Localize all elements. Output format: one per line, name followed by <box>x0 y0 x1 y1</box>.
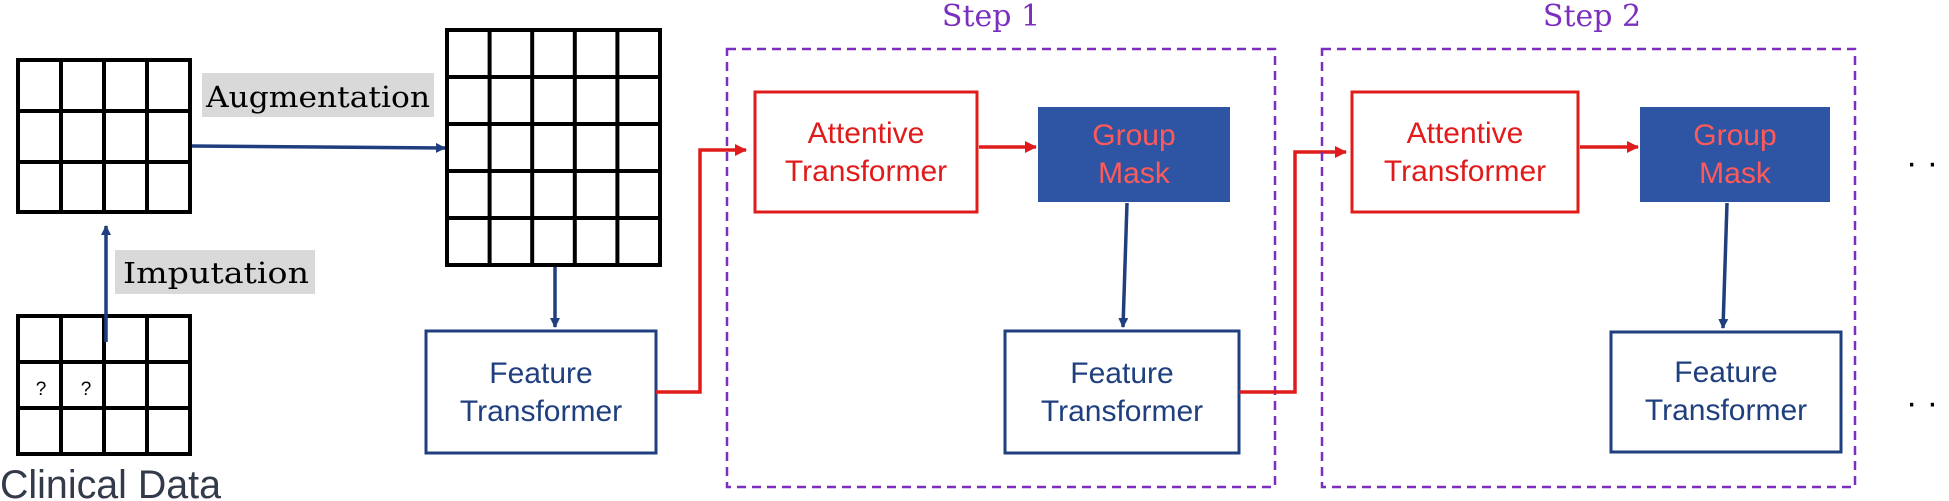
step-2-mask-to-feature-arrow <box>1718 202 1729 329</box>
step-1-group-mask <box>1038 107 1230 202</box>
step-1-attentive-line1: Attentive <box>808 117 925 150</box>
step-1-group-mask-line1: Group <box>1092 119 1175 152</box>
continuation-mark-top: · · · <box>1906 144 1949 182</box>
step-2-container <box>1320 47 1857 489</box>
initial-feature-transformer-line2: Transformer <box>460 395 622 428</box>
step-2-group-mask-line2: Mask <box>1699 157 1772 190</box>
step-1-feature-transformer <box>1003 329 1241 455</box>
augmented-feature-grid <box>445 28 662 267</box>
initial-feature-transformer <box>424 329 658 455</box>
step-2-attentive-line1: Attentive <box>1407 117 1524 150</box>
step-2-feature-transformer <box>1609 330 1843 454</box>
missing-value-mark: ? <box>81 379 92 400</box>
step-1-attentive-line2: Transformer <box>785 155 947 188</box>
step-1-feature-line2: Transformer <box>1041 395 1203 428</box>
clinical-data-label: Clinical Data <box>0 463 222 501</box>
step-2-group-mask-line1: Group <box>1693 119 1776 152</box>
step-2-group-mask <box>1640 107 1830 202</box>
step-2-title: Step 2 <box>1543 0 1641 34</box>
imputation-label-bg <box>115 250 315 294</box>
step-1-to-step-2-arrow <box>1239 146 1347 394</box>
step-1-attentive-transformer <box>753 90 979 214</box>
clinical-data-grid <box>16 314 192 456</box>
augmentation-label: Augmentation <box>205 80 430 114</box>
step-2-feature-line1: Feature <box>1674 356 1777 389</box>
feature-to-attentive-1-arrow <box>656 144 747 394</box>
step-1-mask-to-feature-arrow <box>1118 202 1129 328</box>
step-2-attentive-transformer <box>1350 90 1580 214</box>
augmentation-label-bg <box>202 73 434 117</box>
initial-feature-transformer-line1: Feature <box>489 357 592 390</box>
step-1-title: Step 1 <box>942 0 1040 34</box>
missing-value-mark: ? <box>36 379 47 400</box>
step-2-attentive-line2: Transformer <box>1384 155 1546 188</box>
step-1-group-mask-line2: Mask <box>1098 157 1171 190</box>
step-2-feature-line2: Transformer <box>1645 394 1807 427</box>
continuation-mark-bottom: · · · <box>1906 384 1949 422</box>
imputation-label: Imputation <box>123 256 309 290</box>
augmented-data-grid <box>16 58 192 214</box>
step-1-feature-line1: Feature <box>1070 357 1173 390</box>
augmentation-arrow <box>191 142 446 153</box>
step-1-container <box>725 47 1277 489</box>
